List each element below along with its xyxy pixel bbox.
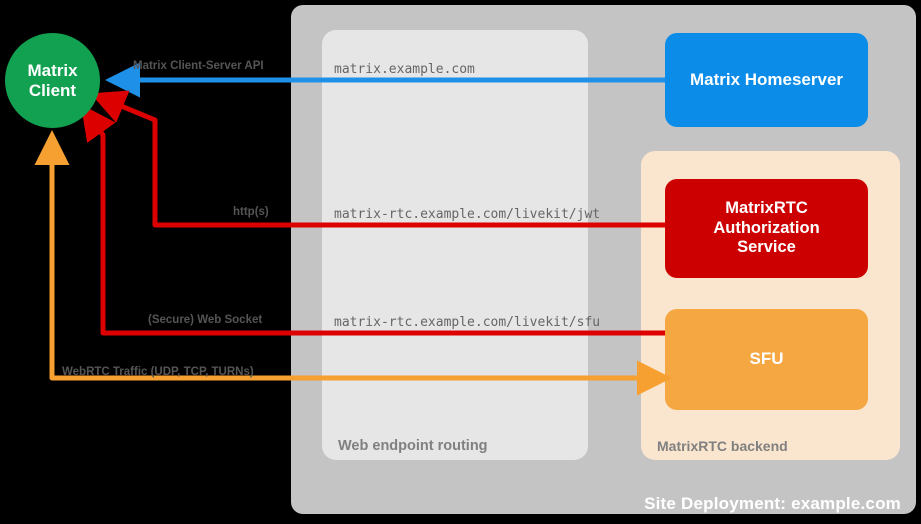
node-matrix-homeserver[interactable]: Matrix Homeserver bbox=[665, 33, 868, 127]
edge-label-https: http(s) bbox=[233, 206, 269, 218]
node-matrixrtc-authorization-service[interactable]: MatrixRTC Authorization Service bbox=[665, 179, 868, 278]
edge-https-jwt bbox=[90, 90, 665, 228]
node-matrix-client-line2: Client bbox=[28, 80, 77, 100]
label-web-endpoint-routing: Web endpoint routing bbox=[338, 438, 488, 454]
label-site-deployment: Site Deployment: example.com bbox=[644, 494, 901, 513]
edge-label-websocket: (Secure) Web Socket bbox=[148, 314, 263, 326]
label-matrixrtc-backend: MatrixRTC backend bbox=[657, 438, 788, 454]
endpoint-label-matrix: matrix.example.com bbox=[334, 62, 475, 77]
node-matrix-client-line1: Matrix bbox=[27, 60, 78, 80]
node-auth-line1: MatrixRTC bbox=[725, 198, 808, 217]
endpoint-label-livekit-sfu: matrix-rtc.example.com/livekit/sfu bbox=[334, 315, 601, 330]
edge-label-webrtc-traffic: WebRTC Traffic (UDP, TCP, TURNs) bbox=[62, 366, 254, 378]
node-sfu-label: SFU bbox=[749, 349, 784, 369]
edge-webrtc-traffic bbox=[34, 129, 665, 381]
node-sfu[interactable]: SFU bbox=[665, 309, 868, 410]
edge-websocket-sfu bbox=[80, 104, 665, 336]
endpoint-label-livekit-jwt: matrix-rtc.example.com/livekit/jwt bbox=[334, 207, 601, 222]
node-auth-line2: Authorization bbox=[713, 218, 820, 237]
node-auth-line3: Service bbox=[737, 238, 796, 257]
node-matrix-homeserver-label: Matrix Homeserver bbox=[689, 69, 844, 89]
web-endpoint-routing-container bbox=[322, 30, 588, 460]
node-matrix-client[interactable]: Matrix Client bbox=[5, 33, 100, 128]
edge-label-matrix-cs-api: Matrix Client-Server API bbox=[133, 60, 264, 72]
